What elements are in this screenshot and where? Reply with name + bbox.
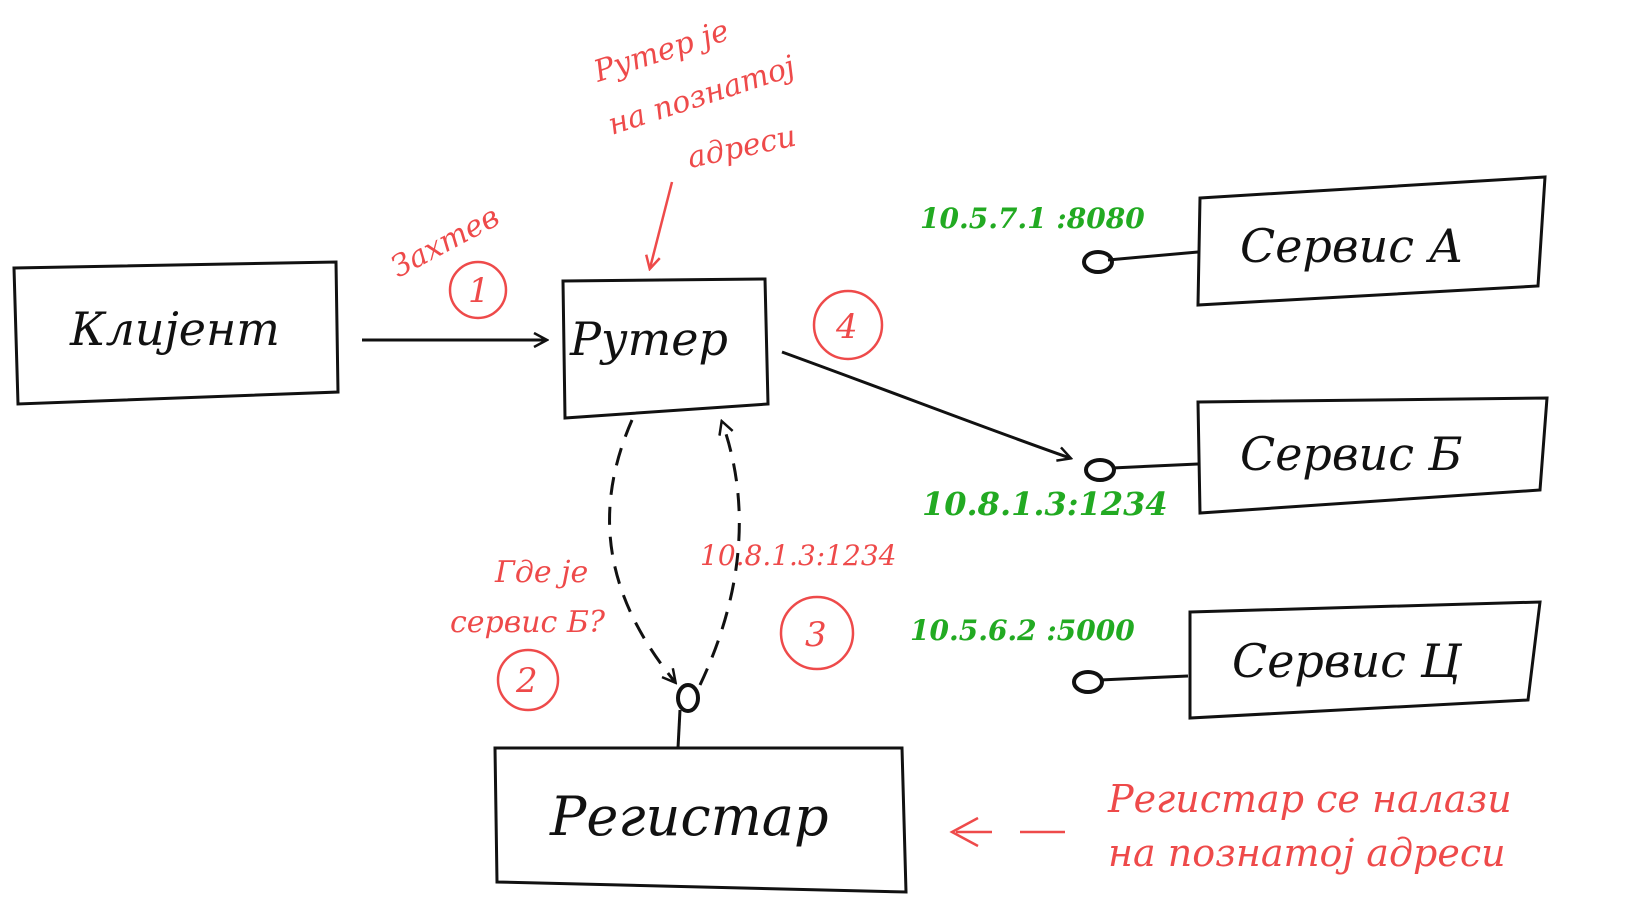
router-node: Рутер <box>561 277 770 420</box>
where-line2: сервис Б? <box>450 605 606 640</box>
where-line1: Где је <box>494 555 588 590</box>
router-known-pointer <box>650 181 674 268</box>
service-a-node: Сервис А <box>1196 175 1547 307</box>
step-1-number: 1 <box>468 271 490 311</box>
router-known-line3: адреси <box>684 119 799 176</box>
router-box <box>561 277 770 420</box>
service-b-address: 10.8.1.3:1234 <box>922 485 1168 523</box>
query-arrow <box>608 419 675 682</box>
client-box <box>12 260 340 406</box>
service-a-address: 10.5.7.1 :8080 <box>920 202 1145 235</box>
registry-node: Регистар <box>493 746 908 894</box>
step-3-badge: 3 <box>779 595 855 671</box>
service-a-label: Сервис А <box>1240 219 1464 273</box>
router-label: Рутер <box>569 312 728 366</box>
service-c-box <box>1188 600 1542 720</box>
service-c-label: Сервис Ц <box>1232 634 1463 688</box>
service-c-node: Сервис Ц <box>1188 600 1542 720</box>
step-2-badge: 2 <box>496 648 560 712</box>
service-b-box <box>1196 396 1549 515</box>
step-2-number: 2 <box>515 661 538 701</box>
registry-box <box>493 746 908 894</box>
service-c-address: 10.5.6.2 :5000 <box>910 614 1135 647</box>
registry-note-line2: на познатој адреси <box>1108 831 1506 875</box>
step-4-number: 4 <box>835 307 858 347</box>
forward-arrow <box>781 350 1070 458</box>
registry-interface <box>676 683 700 749</box>
service-a-interface <box>1082 250 1199 274</box>
service-b-label: Сервис Б <box>1240 427 1462 481</box>
service-a-box <box>1196 175 1547 307</box>
client-label: Клијент <box>69 302 280 356</box>
service-b-node: Сервис Б <box>1196 396 1549 515</box>
service-c-interface <box>1072 670 1189 694</box>
reply-address: 10.8.1.3:1234 <box>700 539 896 572</box>
registry-note-arrowhead <box>949 816 979 848</box>
registry-note-line1: Регистар се налази <box>1107 777 1512 821</box>
registry-label: Регистар <box>549 785 829 848</box>
step-4-badge: 4 <box>812 289 884 361</box>
reply-arrow <box>698 422 741 686</box>
step-1-badge: 1 <box>448 260 508 320</box>
client-node: Клијент <box>12 260 340 406</box>
service-b-interface <box>1084 458 1199 482</box>
step-3-number: 3 <box>805 615 827 655</box>
